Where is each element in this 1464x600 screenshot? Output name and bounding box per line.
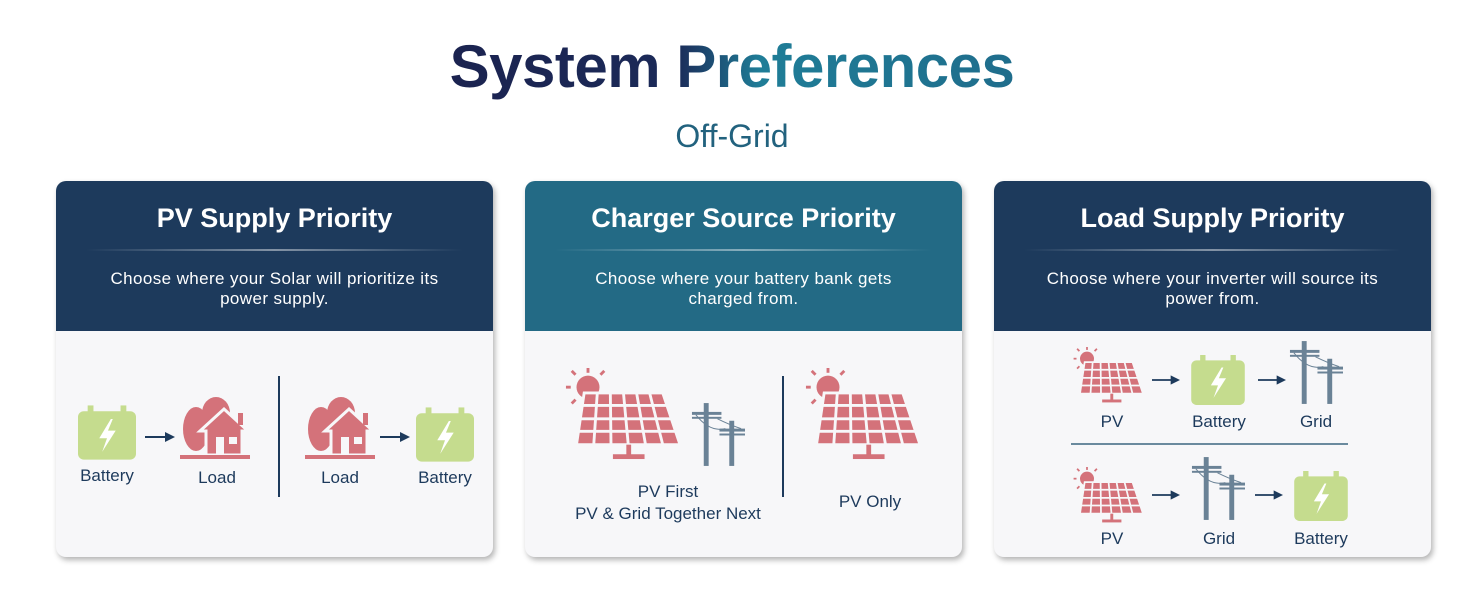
- card-title: Load Supply Priority: [1080, 203, 1345, 233]
- option-label: Battery: [80, 466, 134, 485]
- option-label: PV Only: [838, 492, 902, 511]
- solar-panel-icon: [805, 365, 920, 463]
- card-body: PV Battery Grid PV Grid Battery: [994, 331, 1431, 557]
- card-header: PV Supply Priority Choose where your Sol…: [56, 181, 493, 331]
- page-subtitle: Off-Grid: [675, 118, 789, 154]
- option-label: PV First: [637, 482, 699, 501]
- house-icon: [305, 395, 375, 461]
- divider: [1071, 443, 1348, 445]
- divider: [555, 249, 932, 251]
- arrow-right-icon: [145, 431, 175, 443]
- charger-source-priority-card: Charger Source Priority Choose where you…: [525, 181, 962, 557]
- arrow-right-icon: [1152, 489, 1180, 501]
- step-label: Battery: [1294, 529, 1348, 548]
- house-icon: [180, 395, 250, 461]
- solar-panel-icon: [565, 365, 680, 463]
- option-label: Load: [198, 468, 236, 487]
- battery-icon: [1293, 471, 1349, 521]
- card-description: Choose where your inverter will source i…: [1046, 269, 1379, 308]
- power-grid-icon: [690, 403, 745, 466]
- arrow-right-icon: [1258, 374, 1286, 386]
- battery-icon: [78, 405, 136, 460]
- card-body: PV First PV & Grid Together Next PV Only: [525, 331, 962, 557]
- option-label: Load: [321, 468, 359, 487]
- divider: [1024, 249, 1401, 251]
- arrow-right-icon: [1152, 374, 1180, 386]
- power-grid-icon: [1288, 340, 1343, 405]
- pv-supply-priority-card: PV Supply Priority Choose where your Sol…: [56, 181, 493, 557]
- step-label: PV: [1100, 412, 1124, 431]
- card-description: Choose where your battery bank gets char…: [595, 269, 892, 308]
- step-label: Grid: [1299, 412, 1333, 431]
- card-title: PV Supply Priority: [156, 203, 393, 233]
- option-label: Battery: [418, 468, 472, 487]
- battery-icon: [416, 407, 474, 462]
- card-description: Choose where your Solar will prioritize …: [110, 269, 439, 308]
- card-title: Charger Source Priority: [591, 203, 896, 233]
- solar-panel-icon: [1073, 345, 1143, 405]
- step-label: Grid: [1202, 529, 1236, 548]
- divider: [782, 376, 784, 497]
- page-title: System Preferences: [449, 33, 1015, 100]
- solar-panel-icon: [1073, 465, 1143, 525]
- option-label: PV & Grid Together Next: [575, 504, 761, 523]
- divider: [278, 376, 280, 497]
- load-supply-priority-card: Load Supply Priority Choose where your i…: [994, 181, 1431, 557]
- arrow-right-icon: [1255, 489, 1283, 501]
- power-grid-icon: [1190, 457, 1245, 520]
- step-label: PV: [1100, 529, 1124, 548]
- card-header: Charger Source Priority Choose where you…: [525, 181, 962, 331]
- battery-icon: [1190, 355, 1246, 405]
- arrow-right-icon: [380, 431, 410, 443]
- card-header: Load Supply Priority Choose where your i…: [994, 181, 1431, 331]
- divider: [86, 249, 463, 251]
- step-label: Battery: [1192, 412, 1246, 431]
- card-body: Battery Load Load Battery: [56, 331, 493, 557]
